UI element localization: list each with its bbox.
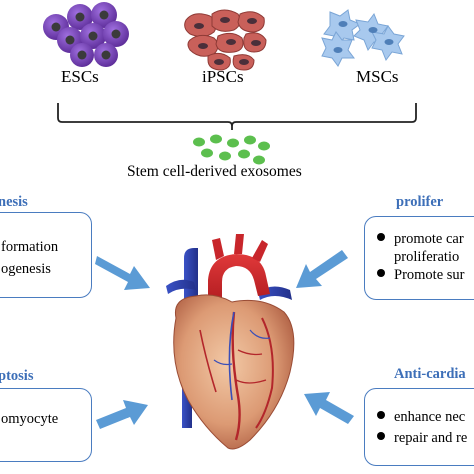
panel-bottom-left-title: ptosis <box>0 368 34 384</box>
arrow-bottom-right-icon <box>304 392 354 424</box>
panel-top-right-line-1: promote car <box>377 231 464 248</box>
panel-top-left-line-2: ogenesis <box>1 261 51 277</box>
heart-illustration <box>166 234 295 450</box>
exosome-dots-icon <box>193 134 270 165</box>
bullet-icon <box>377 432 385 440</box>
panel-bottom-right-line-2-text: repair and re <box>394 430 468 446</box>
panel-top-left: formation ogenesis <box>0 212 92 298</box>
arrow-top-right-icon <box>296 250 348 288</box>
bullet-icon <box>377 233 385 241</box>
bullet-icon <box>377 411 385 419</box>
panel-top-right-title: prolifer <box>396 194 444 210</box>
panel-bottom-left-line-1: omyocyte <box>1 411 59 427</box>
panel-bottom-right: enhance nec repair and re <box>364 388 474 466</box>
panel-top-right-line-2: proliferatio <box>394 249 460 265</box>
arrow-bottom-left-icon <box>96 400 148 429</box>
panel-bottom-right-line-2: repair and re <box>377 430 467 447</box>
panel-top-left-title: nesis <box>0 194 28 210</box>
esc-cluster-icon <box>43 2 129 67</box>
bullet-icon <box>377 269 385 277</box>
panel-bottom-left: omyocyte <box>0 388 92 462</box>
arrow-top-left-icon <box>95 256 150 290</box>
panel-bottom-right-line-1-text: enhance nec <box>394 409 466 425</box>
msc-cluster-icon <box>321 9 405 67</box>
msc-label: MSCs <box>356 67 399 86</box>
panel-top-left-line-1: formation <box>1 239 59 255</box>
panel-bottom-right-line-1: enhance nec <box>377 409 465 426</box>
panel-top-right: promote car proliferatio Promote sur <box>364 216 474 300</box>
panel-top-right-line-3: Promote sur <box>377 267 464 284</box>
bracket-connector <box>57 103 417 130</box>
panel-bottom-right-title: Anti-cardia <box>394 366 466 382</box>
panel-top-right-line-1-text: promote car <box>394 231 464 247</box>
ipsc-cluster-icon <box>184 9 267 71</box>
esc-label: ESCs <box>61 67 99 86</box>
exosome-label: Stem cell-derived exosomes <box>127 163 302 180</box>
panel-top-right-line-3-text: Promote sur <box>394 267 465 283</box>
ipsc-label: iPSCs <box>202 67 244 86</box>
